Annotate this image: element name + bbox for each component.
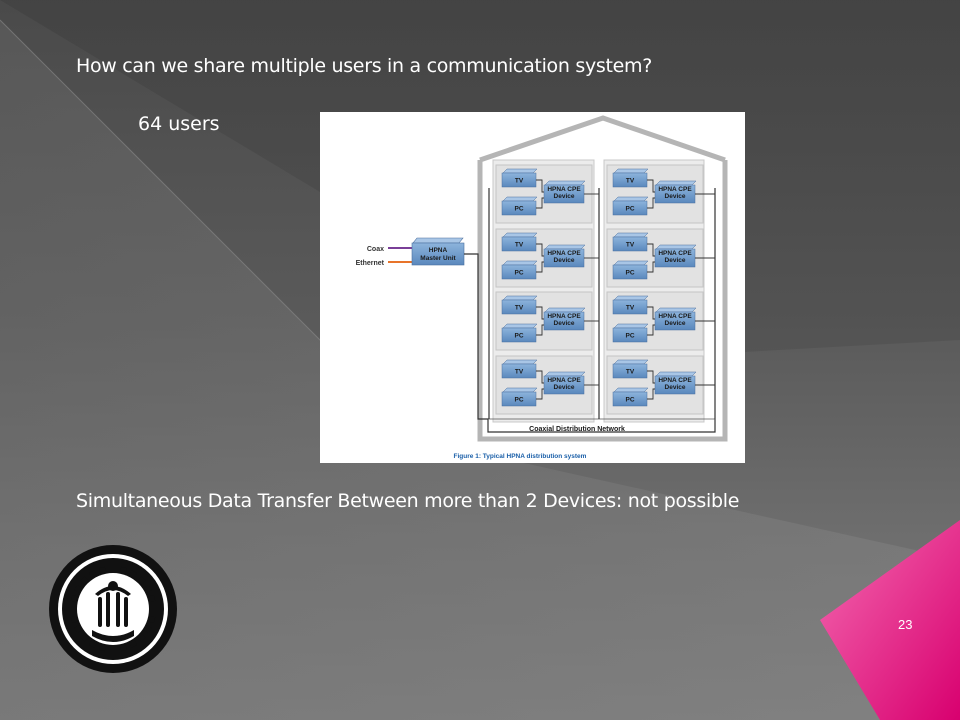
- svg-text:Device: Device: [554, 320, 575, 327]
- pc-box: PC: [501, 323, 538, 343]
- hpna-master-unit: HPNA Master Unit: [411, 237, 465, 266]
- network-label: Coaxial Distribution Network: [529, 426, 625, 433]
- simultaneous-transfer-statement: Simultaneous Data Transfer Between more …: [76, 490, 740, 512]
- svg-text:TV: TV: [626, 305, 635, 312]
- tv-box: TV: [612, 232, 649, 252]
- tv-box: TV: [612, 295, 649, 315]
- pc-box: PC: [612, 387, 649, 407]
- svg-text:PC: PC: [514, 270, 523, 277]
- pink-corner-accent: [820, 520, 960, 720]
- users-count: 64 users: [138, 113, 220, 135]
- svg-text:Device: Device: [554, 257, 575, 264]
- tv-box: TV: [612, 359, 649, 379]
- tv-box: TV: [501, 359, 538, 379]
- slide-question: How can we share multiple users in a com…: [76, 55, 653, 77]
- svg-text:Master Unit: Master Unit: [420, 255, 456, 262]
- svg-text:TV: TV: [515, 369, 524, 376]
- svg-text:TV: TV: [515, 242, 524, 249]
- svg-text:PC: PC: [625, 333, 634, 340]
- svg-text:Device: Device: [665, 320, 686, 327]
- svg-text:HPNA CPE: HPNA CPE: [547, 250, 581, 257]
- pc-box: PC: [612, 196, 649, 216]
- coax-label: Coax: [367, 246, 384, 253]
- svg-text:TV: TV: [515, 305, 524, 312]
- pc-box: PC: [501, 196, 538, 216]
- svg-text:HPNA CPE: HPNA CPE: [547, 377, 581, 384]
- pc-box: PC: [501, 260, 538, 280]
- svg-text:TV: TV: [515, 178, 524, 185]
- tv-box: TV: [501, 232, 538, 252]
- svg-text:HPNA: HPNA: [429, 247, 448, 254]
- svg-text:HPNA CPE: HPNA CPE: [658, 313, 692, 320]
- svg-text:Device: Device: [665, 193, 686, 200]
- figure-caption: Figure 1: Typical HPNA distribution syst…: [454, 453, 587, 460]
- svg-text:Device: Device: [665, 257, 686, 264]
- page-number: 23: [898, 617, 913, 632]
- coaxial-distribution-wiring: [464, 188, 716, 433]
- svg-text:HPNA CPE: HPNA CPE: [547, 186, 581, 193]
- svg-text:PC: PC: [514, 333, 523, 340]
- svg-text:TV: TV: [626, 242, 635, 249]
- svg-text:PC: PC: [514, 397, 523, 404]
- pc-box: PC: [612, 260, 649, 280]
- svg-text:TV: TV: [626, 178, 635, 185]
- svg-text:PC: PC: [514, 206, 523, 213]
- svg-text:HPNA CPE: HPNA CPE: [658, 377, 692, 384]
- svg-text:Device: Device: [665, 384, 686, 391]
- ethernet-label: Ethernet: [356, 260, 385, 267]
- hpna-diagram: Coax Ethernet HPNA Master Unit TV PC HPNA …: [320, 112, 745, 463]
- svg-text:TV: TV: [626, 369, 635, 376]
- tv-box: TV: [612, 168, 649, 188]
- pc-box: PC: [612, 323, 649, 343]
- pc-box: PC: [501, 387, 538, 407]
- house-outline: [477, 115, 728, 442]
- svg-text:PC: PC: [625, 206, 634, 213]
- svg-text:HPNA CPE: HPNA CPE: [658, 250, 692, 257]
- tv-box: TV: [501, 295, 538, 315]
- tv-box: TV: [501, 168, 538, 188]
- svg-text:Device: Device: [554, 384, 575, 391]
- svg-text:HPNA CPE: HPNA CPE: [658, 186, 692, 193]
- svg-text:PC: PC: [625, 270, 634, 277]
- emblem-center: [92, 581, 134, 642]
- svg-text:Device: Device: [554, 193, 575, 200]
- university-emblem-icon: [49, 545, 177, 673]
- svg-text:PC: PC: [625, 397, 634, 404]
- svg-text:HPNA CPE: HPNA CPE: [547, 313, 581, 320]
